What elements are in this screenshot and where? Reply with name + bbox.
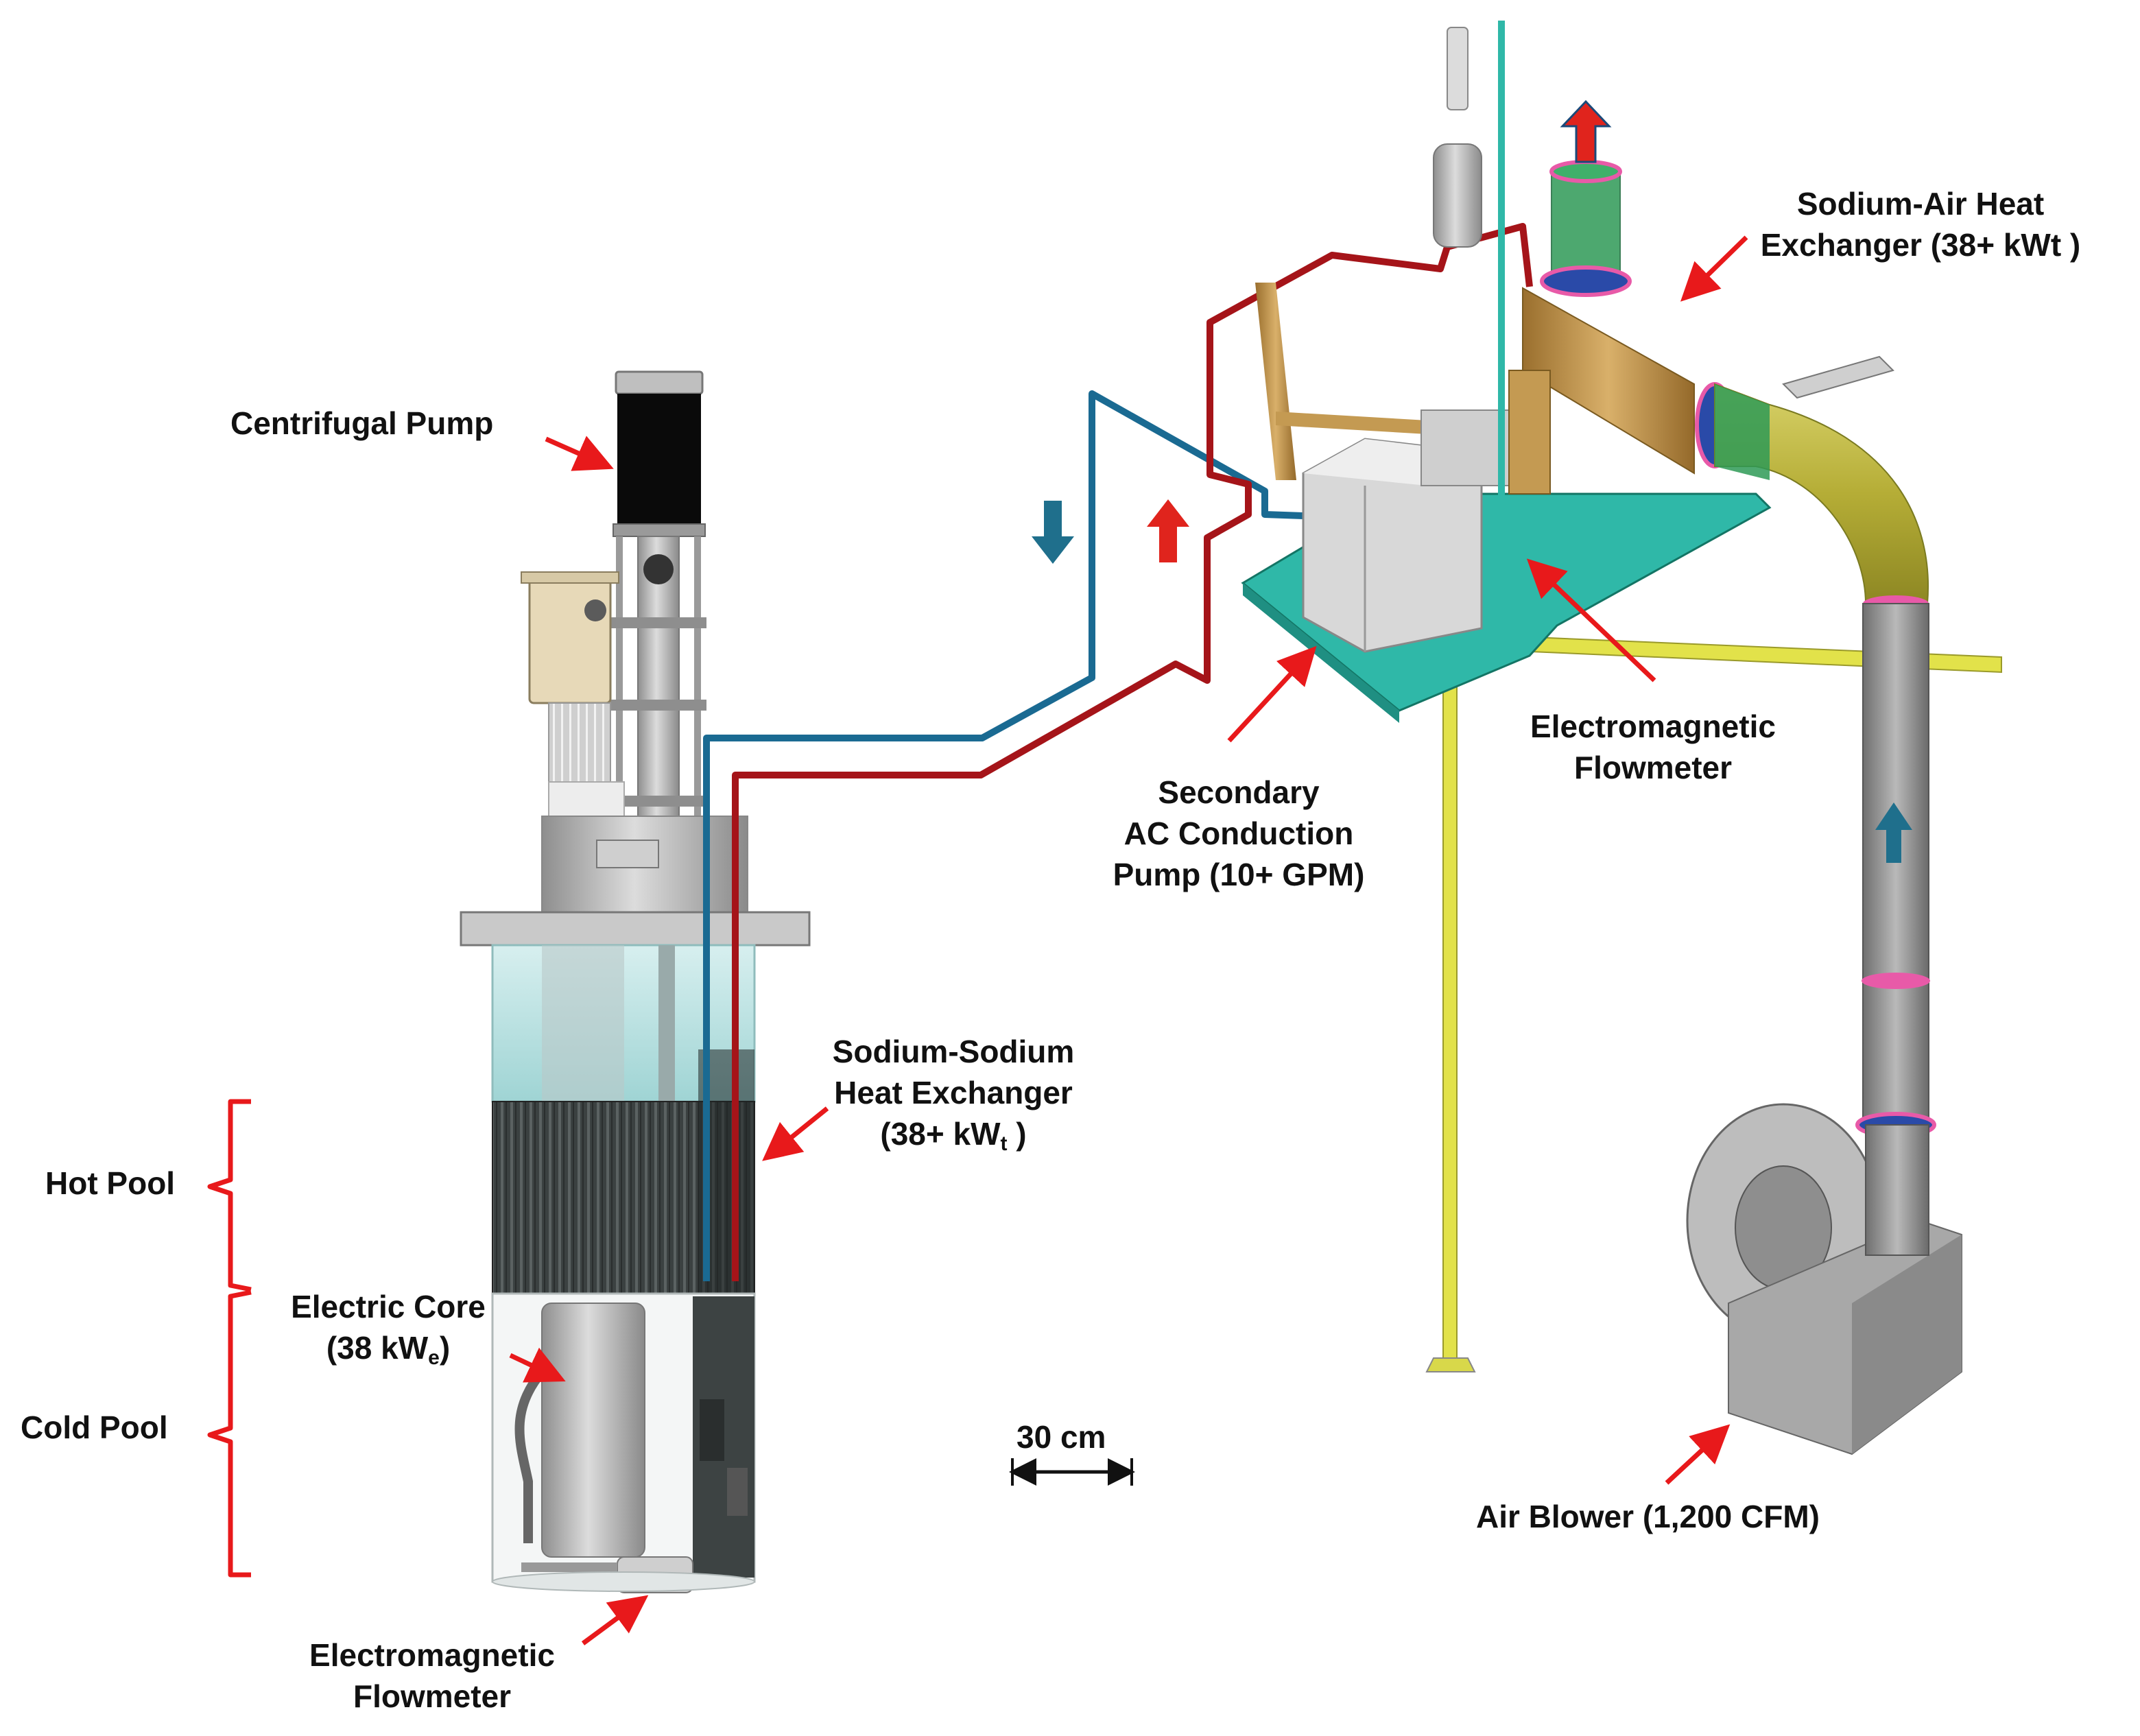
label-air-blower: Air Blower (1,200 CFM): [1476, 1499, 1820, 1534]
flow-down-arrow: [1032, 501, 1074, 564]
label-scale-bar: 30 cm: [1016, 1419, 1106, 1455]
label-sodium-air-hx: Sodium-Air Heat Exchanger (38+ kWt ): [1735, 184, 2106, 266]
hot-pool-bracket: [207, 1099, 252, 1292]
label-secondary-pump-line2: AC Conduction: [1124, 815, 1354, 851]
primary-vessel: [460, 370, 811, 1593]
flow-up-arrow: [1147, 499, 1189, 562]
secondary-skid: [1241, 21, 2002, 1455]
scale-bar: [1009, 1458, 1135, 1486]
label-electric-core-line1: Electric Core: [291, 1289, 486, 1324]
cold-leg-pipe: [703, 390, 1304, 1281]
arrow-sodium-air-hx: [1680, 235, 1748, 302]
cold-pool-bracket: [207, 1289, 252, 1578]
label-em-flowmeter-top-line1: Electromagnetic: [1530, 709, 1776, 744]
hot-leg-pipe: [732, 223, 1533, 1281]
intermediate-loop-piping: [703, 223, 1533, 1281]
junction-box: [528, 578, 612, 704]
air-inlet-arrow: [1875, 802, 1912, 863]
label-sodium-sodium-hx-line3: (38+ kWt ): [880, 1115, 1027, 1155]
arrow-em-flowmeter-top: [1526, 558, 1656, 682]
copper-frame: [1255, 283, 1296, 480]
air-hx-shell: [1522, 287, 1695, 475]
air-outlet-stack: [1551, 171, 1621, 282]
arrow-sodium-sodium-hx: [762, 1106, 829, 1161]
expansion-tank: [1433, 143, 1482, 248]
arrow-air-blower: [1665, 1424, 1731, 1485]
pool-brackets: [207, 1099, 252, 1578]
support-leg: [1442, 637, 1458, 1359]
label-secondary-pump-line1: Secondary: [1158, 774, 1320, 810]
label-hot-pool: Hot Pool: [45, 1165, 176, 1201]
vessel-flange: [460, 911, 811, 947]
label-em-flowmeter-top-line2: Flowmeter: [1573, 749, 1733, 785]
pump-motor-cap: [615, 370, 704, 395]
label-sodium-air-hx-line2: Exchanger (38+ kWt ): [1760, 226, 2081, 263]
label-sodium-sodium-hx: Sodium-Sodium Heat Exchanger (38+ kWt ): [802, 1032, 1104, 1157]
label-secondary-pump: Secondary AC Conduction Pump (10+ GPM): [1081, 772, 1396, 895]
label-electric-core-line2: (38 kWe): [326, 1329, 451, 1369]
label-em-flowmeter-bottom-line1: Electromagnetic: [309, 1637, 555, 1673]
label-sodium-sodium-hx-line1: Sodium-Sodium: [832, 1034, 1075, 1069]
air-exhaust-arrow: [1560, 99, 1612, 163]
label-centrifugal-pump: Centrifugal Pump: [230, 405, 494, 441]
arrow-secondary-pump: [1227, 645, 1317, 743]
label-em-flowmeter-top: Electromagnetic Flowmeter: [1495, 706, 1811, 789]
label-cold-pool: Cold Pool: [21, 1410, 168, 1445]
air-duct-vertical: [1862, 603, 1929, 1126]
annotation-arrows: [509, 235, 1748, 1645]
pump-motor: [617, 394, 701, 524]
label-em-flowmeter-bottom-line2: Flowmeter: [353, 1678, 512, 1714]
label-electric-core: Electric Core (38 kWe): [265, 1287, 512, 1371]
arrow-em-flowmeter-bottom: [581, 1595, 649, 1645]
arrow-centrifugal-pump: [545, 436, 614, 471]
label-sodium-air-hx-line1: Sodium-Air Heat: [1796, 186, 2045, 222]
air-blower-unit: [1686, 1103, 1962, 1455]
electric-core-canister: [541, 1303, 645, 1558]
vertical-rod: [1498, 21, 1505, 569]
label-secondary-pump-line3: Pump (10+ GPM): [1113, 856, 1365, 892]
label-sodium-sodium-hx-line2: Heat Exchanger: [834, 1074, 1073, 1110]
label-em-flowmeter-bottom: Electromagnetic Flowmeter: [274, 1635, 590, 1717]
arrow-electric-core: [509, 1347, 566, 1383]
